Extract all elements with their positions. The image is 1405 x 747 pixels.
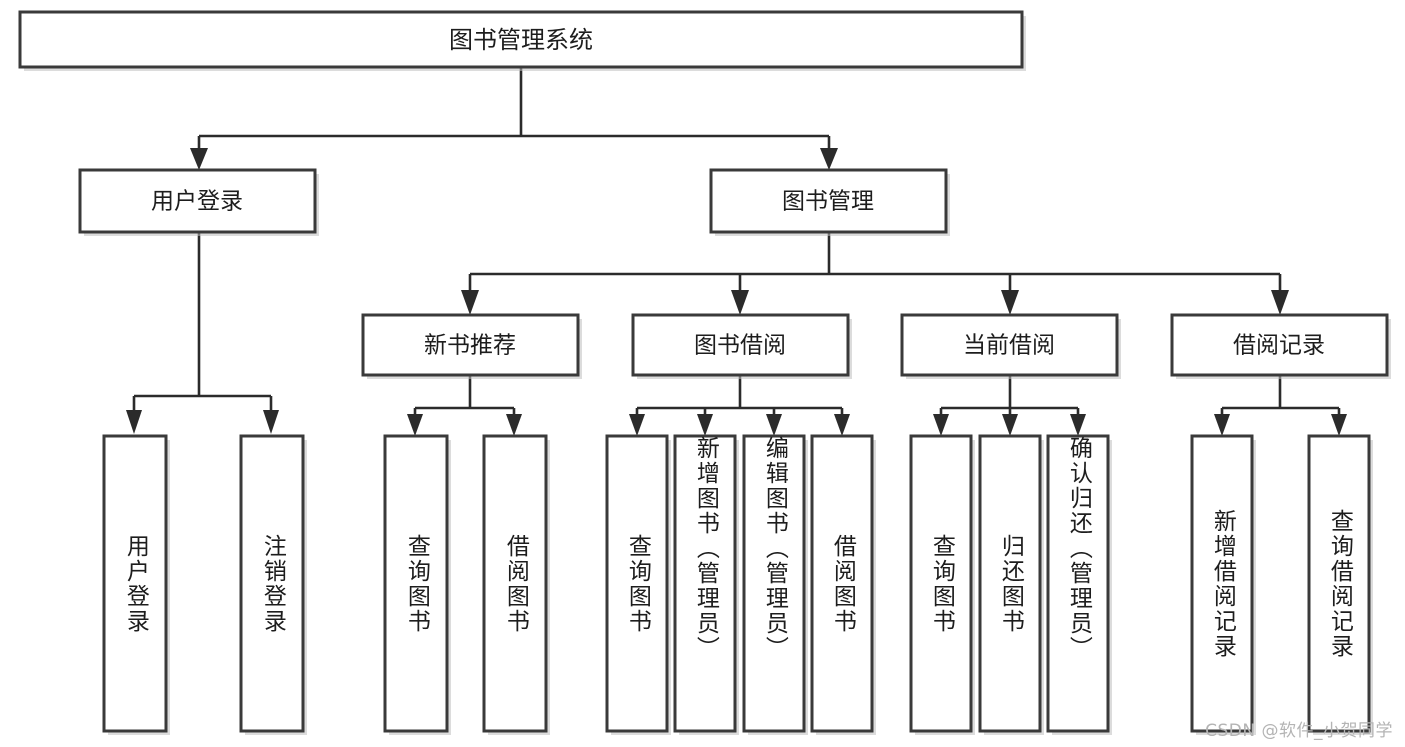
arrowhead-cb-leaf-3 xyxy=(1070,414,1086,436)
node-layer: 图书管理系统 用户登录 图书管理 新书推荐 图书借阅 当前借阅 借阅记录 xyxy=(18,10,1391,735)
node-box-user-login[interactable] xyxy=(78,168,317,234)
arrowhead-cb-leaf-2 xyxy=(1002,414,1018,436)
leaf-box-nbr-2[interactable] xyxy=(482,434,548,733)
arrowhead-l2-4 xyxy=(1271,290,1289,315)
arrowhead-bb-leaf-1 xyxy=(629,414,645,436)
leaf-box-bb-3[interactable] xyxy=(742,434,806,733)
arrowhead-br-leaf-2 xyxy=(1331,414,1347,436)
leaf-box-cb-1[interactable] xyxy=(909,434,973,733)
leaf-box-bb-2[interactable] xyxy=(673,434,737,733)
leaf-box-bb-1[interactable] xyxy=(605,434,669,733)
node-label-borrow-record: 借阅记录 xyxy=(1233,333,1325,359)
arrowhead-nbr-leaf-2 xyxy=(506,414,522,436)
node-label-current-borrow: 当前借阅 xyxy=(963,333,1055,359)
arrowhead-book-manage xyxy=(820,148,838,170)
leaf-box-bb-4[interactable] xyxy=(810,434,874,733)
arrowhead-nbr-leaf-1 xyxy=(407,414,423,436)
arrowhead-bb-leaf-3 xyxy=(766,414,782,436)
node-box-book-manage[interactable] xyxy=(709,168,948,234)
arrowhead-l2-1 xyxy=(461,290,479,315)
node-box-book-borrow[interactable] xyxy=(631,313,850,377)
leaf-box-ul-2[interactable] xyxy=(239,434,305,733)
arrowhead-bb-leaf-2 xyxy=(697,414,713,436)
node-box-borrow-record[interactable] xyxy=(1170,313,1389,377)
arrowhead-br-leaf-1 xyxy=(1214,414,1230,436)
arrowhead-bb-leaf-4 xyxy=(834,414,850,436)
node-label-book-borrow: 图书借阅 xyxy=(694,333,786,359)
root-node-box[interactable] xyxy=(18,10,1024,69)
leaf-box-cb-2[interactable] xyxy=(978,434,1042,733)
leaf-box-br-1[interactable] xyxy=(1190,434,1254,733)
node-label-user-login: 用户登录 xyxy=(151,189,243,215)
node-box-current-borrow[interactable] xyxy=(900,313,1119,377)
node-label-book-manage: 图书管理 xyxy=(782,189,874,215)
arrowhead-l2-3 xyxy=(1001,290,1019,315)
arrowhead-l2-2 xyxy=(731,290,749,315)
arrowhead-user-login xyxy=(190,148,208,170)
leaf-box-cb-3[interactable] xyxy=(1046,434,1110,733)
arrowhead-ul-leaf-1 xyxy=(126,410,142,434)
leaf-box-ul-1[interactable] xyxy=(102,434,168,733)
node-label-new-book-recommend: 新书推荐 xyxy=(424,333,516,359)
leaf-box-br-2[interactable] xyxy=(1307,434,1371,733)
arrowhead-cb-leaf-1 xyxy=(933,414,949,436)
leaf-box-nbr-1[interactable] xyxy=(383,434,449,733)
connector-layer xyxy=(126,67,1347,436)
root-node-label: 图书管理系统 xyxy=(449,26,593,54)
node-box-new-book-recommend[interactable] xyxy=(361,313,580,377)
arrowhead-ul-leaf-2 xyxy=(263,410,279,434)
